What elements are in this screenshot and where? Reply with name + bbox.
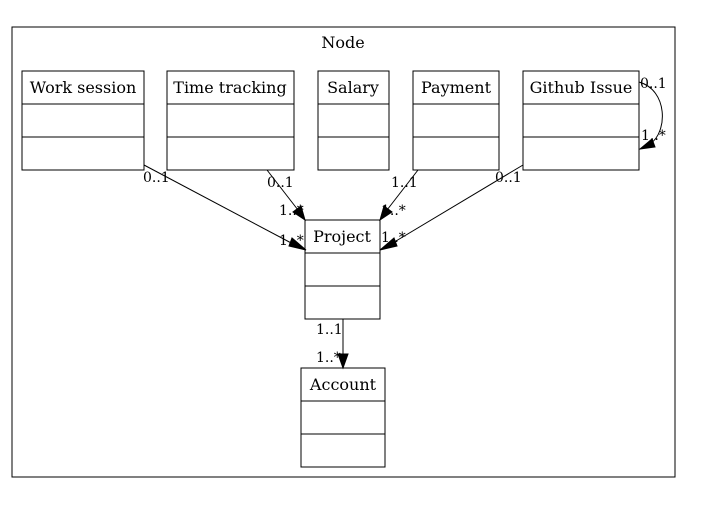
edge-payment-project (379, 169, 419, 222)
arrowhead-icon (337, 353, 349, 370)
class-name: Work session (30, 78, 137, 97)
arrowhead-icon (638, 138, 656, 150)
class-name: Salary (327, 78, 379, 97)
multiplicity-label: 1..* (641, 128, 666, 144)
multiplicity-label: 0..1 (267, 175, 294, 191)
class-github-issue[interactable]: Github Issue (522, 70, 640, 171)
edge-project-account (337, 319, 349, 370)
arrowhead-icon (379, 205, 393, 222)
multiplicity-label: 0..1 (640, 76, 667, 92)
class-time-tracking[interactable]: Time tracking (166, 70, 295, 171)
multiplicity-label: 1..* (279, 233, 304, 249)
multiplicity-label: 0..1 (143, 170, 170, 186)
arrowhead-icon (379, 237, 398, 251)
multiplicity-label: 1..* (381, 230, 406, 246)
arrowhead-icon (292, 205, 306, 222)
package-title: Node (321, 33, 364, 52)
class-name: Github Issue (530, 78, 633, 97)
multiplicity-label: 1..1 (391, 175, 418, 191)
class-name: Project (313, 227, 371, 246)
multiplicity-label: 1..* (279, 203, 304, 219)
class-name: Payment (421, 78, 492, 97)
class-name: Time tracking (173, 78, 286, 97)
edge-time-tracking-project (266, 169, 306, 222)
arrowhead-icon (288, 237, 307, 251)
multiplicity-label: 0..1 (495, 170, 522, 186)
multiplicity-label: 1..* (316, 350, 341, 366)
class-work-session[interactable]: Work session (21, 70, 145, 171)
class-name: Account (309, 375, 377, 394)
multiplicity-label: 1..* (381, 203, 406, 219)
edge-work-session-project (143, 164, 307, 251)
class-salary[interactable]: Salary (317, 70, 390, 171)
multiplicity-label: 1..1 (316, 322, 343, 338)
class-account[interactable]: Account (300, 367, 386, 468)
class-project[interactable]: Project (304, 219, 381, 320)
edge-github-issue-project (379, 164, 524, 251)
class-payment[interactable]: Payment (412, 70, 500, 171)
edge-github-issue-self (638, 81, 663, 150)
